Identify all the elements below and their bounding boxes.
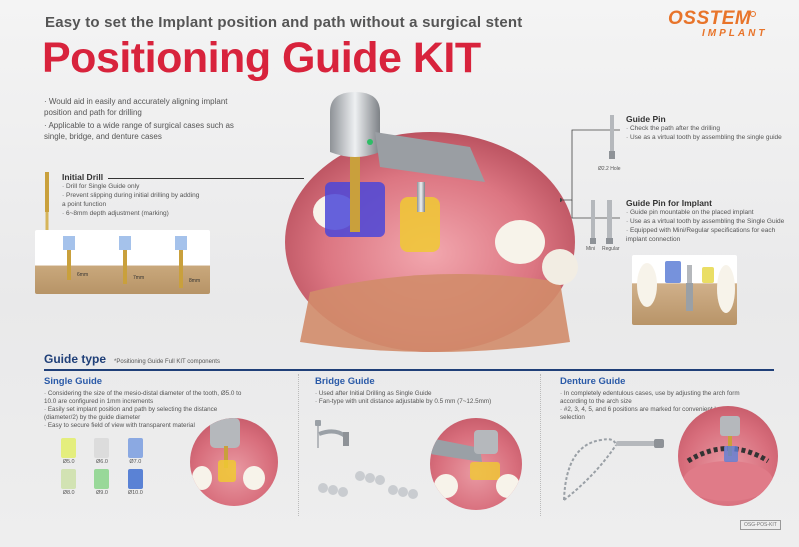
initial-drill-bullets: Drill for Single Guide only Prevent slip… <box>62 182 202 218</box>
guide-pin-hole-label: Ø2.2 Hole <box>598 166 621 172</box>
single-guide-closeup <box>190 418 278 506</box>
sleeve-shape <box>127 469 143 489</box>
handpiece-head <box>330 92 380 157</box>
drill-depth-diagram: 6mm 7mm 8mm <box>63 236 200 288</box>
guide-pin-implant-photo <box>632 255 737 325</box>
page-title: Positioning Guide KIT <box>42 34 481 82</box>
single-guide-bullet: Easily set implant position and path by … <box>44 406 244 422</box>
initial-drill-depth-photo: 6mm 7mm 8mm <box>35 230 210 294</box>
initial-drill-bullet: 6~8mm depth adjustment (marking) <box>62 209 202 218</box>
sleeve-label: Ø8.0 <box>62 490 75 496</box>
sleeve-item: Ø7.0 <box>119 438 152 465</box>
drill-leader-line <box>108 178 304 179</box>
guide-pin-callout: Guide Pin Check the path after the drill… <box>626 114 786 142</box>
guide-pin-icon <box>609 115 615 159</box>
initial-drill-bullet: Prevent slipping during initial drilling… <box>62 191 202 209</box>
denture-guide-bullet: In completely edentulous cases, use by a… <box>560 390 750 406</box>
guide-pin-implant-callout: Guide Pin for Implant Guide pin mountabl… <box>626 198 786 244</box>
guide-type-header: Guide type *Positioning Guide Full KIT c… <box>44 352 220 366</box>
bridge-guide-closeup <box>430 418 522 510</box>
depth-label: 8mm <box>189 278 200 284</box>
regular-label: Regular <box>602 246 620 252</box>
column-separator <box>298 374 299 516</box>
drill-shaft <box>350 152 360 232</box>
guide-pin-bullet: Use as a virtual tooth by assembling the… <box>626 133 786 142</box>
yellow-single-guide <box>400 197 440 252</box>
mini-label: Mini <box>586 246 596 252</box>
bridge-guide-bullet: Fan-type with unit distance adjustable b… <box>315 398 505 406</box>
guide-pin-bullet: Check the path after the drilling <box>626 124 786 133</box>
logo-word: OSSTEM <box>668 8 752 29</box>
sleeve-item: Ø5.0 <box>52 438 85 465</box>
tooth-right <box>495 220 545 264</box>
depth-label: 6mm <box>77 272 88 278</box>
initial-drill-title: Initial Drill <box>62 172 104 182</box>
logo-sub: IMPLANT <box>702 28 768 39</box>
single-guide-bullets: Considering the size of the mesio-distal… <box>44 390 244 430</box>
bridge-guide-title: Bridge Guide <box>315 376 375 387</box>
depth-label: 7mm <box>133 275 144 281</box>
bridge-guide-bullets: Used after Initial Drilling as Single Gu… <box>315 390 505 406</box>
guide-pin-implant-bullet: Equipped with Mini/Regular specification… <box>626 226 786 244</box>
sleeve-shape <box>94 438 110 458</box>
handpiece-neck <box>375 132 485 182</box>
intro-bullet: Applicable to a wide range of surgical c… <box>44 120 254 142</box>
guide-pin <box>417 182 425 212</box>
bridge-guide-bullet: Used after Initial Drilling as Single Gu… <box>315 390 505 398</box>
sleeve-item: Ø8.0 <box>52 469 85 496</box>
single-guide-closeup-art <box>192 418 265 490</box>
sleeve-item: Ø10.0 <box>119 469 152 496</box>
intro-bullet: Would aid in easily and accurately align… <box>44 96 254 118</box>
single-guide-sleeves: Ø5.0 Ø6.0 Ø7.0 Ø8.0 Ø9.0 Ø10.0 <box>52 438 152 496</box>
jaw-bone <box>300 274 570 352</box>
guide-type-subtitle: *Positioning Guide Full KIT components <box>114 359 220 365</box>
bridge-guide-closeup-art <box>430 430 520 498</box>
denture-guide-bullets: In completely edentulous cases, use by a… <box>560 390 750 422</box>
guide-pin-implant-icons <box>590 200 613 244</box>
intro-list: Would aid in easily and accurately align… <box>44 96 254 144</box>
sleeve-label: Ø10.0 <box>127 490 143 496</box>
sleeve-label: Ø5.0 <box>62 459 75 465</box>
sleeve-label: Ø7.0 <box>129 459 142 465</box>
osstem-logo: OSSTEM IMPLANT <box>668 8 778 48</box>
denture-guide-title: Denture Guide <box>560 376 626 387</box>
sleeve-shape <box>61 438 77 458</box>
handpiece-led-icon <box>367 139 373 145</box>
product-code: OSG-POS-KIT <box>740 520 781 530</box>
hero-illustration <box>285 92 578 352</box>
registered-mark-icon <box>750 11 756 17</box>
sleeve-shape <box>94 469 110 489</box>
sleeve-shape <box>61 469 77 489</box>
guide-pin-implant-bullet: Use as a virtual tooth by assembling the… <box>626 217 786 226</box>
sleeve-shape <box>127 438 143 458</box>
single-guide-bullet: Considering the size of the mesio-distal… <box>44 390 244 406</box>
implant-diagram <box>637 261 735 313</box>
single-guide-bullet: Easy to secure field of view with transp… <box>44 422 244 430</box>
guide-pin-connectors <box>560 129 620 219</box>
sleeve-label: Ø9.0 <box>96 490 108 496</box>
single-guide-title: Single Guide <box>44 376 103 387</box>
guide-type-title: Guide type <box>44 352 107 366</box>
guide-pin-implant-bullet: Guide pin mountable on the placed implan… <box>626 208 786 217</box>
sleeve-item: Ø9.0 <box>85 469 118 496</box>
guide-type-divider <box>44 369 774 371</box>
denture-guide-closeup-art <box>683 416 773 501</box>
bridge-guide-components <box>315 420 418 499</box>
initial-drill-bullet: Drill for Single Guide only <box>62 182 202 191</box>
initial-drill-icon <box>45 172 49 240</box>
guide-pin-bullets: Check the path after the drilling Use as… <box>626 124 786 142</box>
denture-guide-component <box>563 438 664 501</box>
sleeve-item: Ø6.0 <box>85 438 118 465</box>
subtitle: Easy to set the Implant position and pat… <box>45 14 523 31</box>
denture-guide-closeup <box>678 406 778 506</box>
sleeve-label: Ø6.0 <box>96 459 108 465</box>
guide-pin-implant-title: Guide Pin for Implant <box>626 198 712 208</box>
column-separator <box>540 374 541 516</box>
guide-pin-title: Guide Pin <box>626 114 666 124</box>
tooth-far-right <box>542 249 578 285</box>
guide-pin-implant-bullets: Guide pin mountable on the placed implan… <box>626 208 786 244</box>
initial-drill-callout: Initial Drill Drill for Single Guide onl… <box>62 172 202 218</box>
denture-guide-bullet: #2, 3, 4, 5, and 6 positions are marked … <box>560 406 750 422</box>
